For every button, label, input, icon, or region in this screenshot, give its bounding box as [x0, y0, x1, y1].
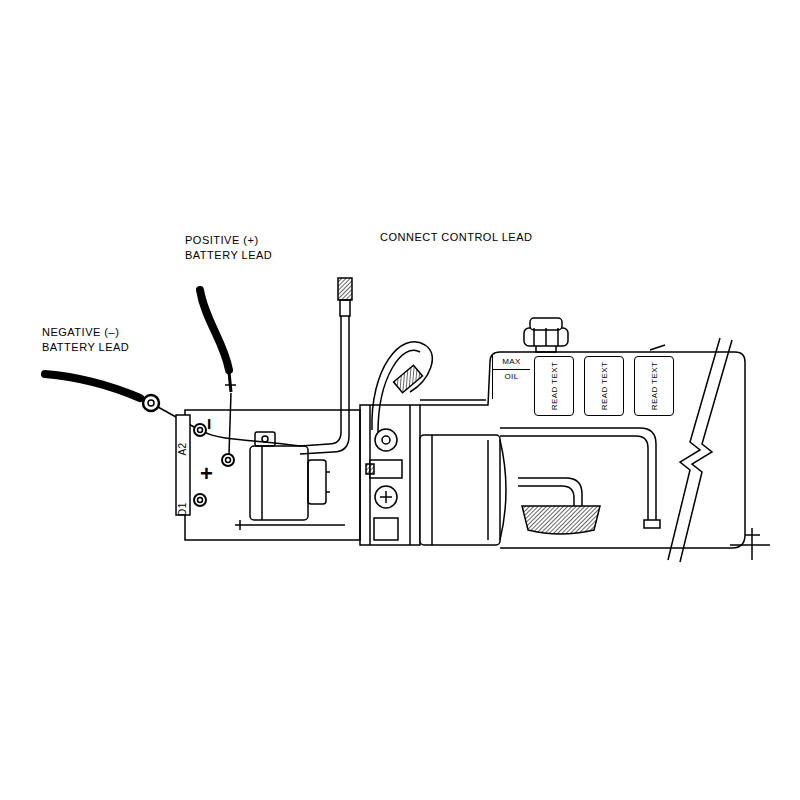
sticker-text: OIL: [493, 370, 530, 384]
sticker-text: READ TEXT: [650, 362, 659, 410]
sticker-text: READ TEXT: [600, 362, 609, 410]
callout-label: CONNECT CONTROL LEAD: [378, 230, 534, 245]
callout-label: NEGATIVE (–) BATTERY LEAD: [40, 325, 148, 355]
terminal-name: D1: [177, 502, 189, 516]
warning-sticker: READ TEXT: [584, 356, 624, 416]
warning-sticker: READ TEXT: [634, 356, 674, 416]
polarity-mark: +: [200, 462, 213, 486]
sticker-text: MAX: [493, 355, 530, 370]
callout-label: POSITIVE (+) BATTERY LEAD: [183, 233, 291, 263]
warning-sticker: READ TEXT: [534, 356, 574, 416]
polarity-mark: −: [198, 418, 220, 430]
terminal-name: A2: [177, 442, 189, 455]
oil-level-box: MAXOIL: [492, 355, 530, 399]
sticker-text: READ TEXT: [550, 362, 559, 410]
